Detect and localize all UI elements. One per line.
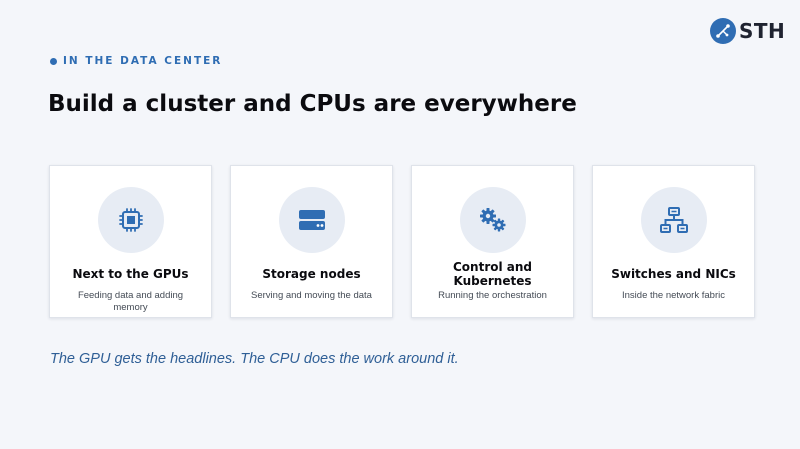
card-subtitle: Inside the network fabric — [622, 290, 725, 301]
gears-icon — [460, 187, 526, 253]
eyebrow-label: IN THE DATA CENTER — [63, 55, 223, 67]
bullet-dot-icon — [50, 57, 57, 65]
card-subtitle: Running the orchestration — [438, 290, 547, 301]
cpu-chip-icon — [98, 187, 164, 253]
card-control-kubernetes: Control and Kubernetes Running the orche… — [411, 165, 574, 318]
circuit-logo-icon — [710, 18, 736, 44]
card-subtitle: Serving and moving the data — [251, 290, 372, 301]
section-eyebrow: IN THE DATA CENTER — [50, 55, 222, 67]
sth-logo: STH — [710, 18, 785, 44]
tagline: The GPU gets the headlines. The CPU does… — [50, 351, 459, 367]
storage-drive-icon — [279, 187, 345, 253]
logo-text: STH — [739, 19, 786, 43]
card-storage-nodes: Storage nodes Serving and moving the dat… — [230, 165, 393, 318]
card-heading: Storage nodes — [262, 267, 361, 281]
card-next-to-gpus: Next to the GPUs Feeding data and adding… — [49, 165, 212, 318]
card-subtitle: Feeding data and adding memory — [77, 290, 184, 313]
card-row: Next to the GPUs Feeding data and adding… — [49, 165, 755, 318]
card-heading: Control and Kubernetes — [452, 260, 532, 288]
card-heading: Switches and NICs — [611, 267, 736, 281]
card-switches-nics: Switches and NICs Inside the network fab… — [592, 165, 755, 318]
network-icon — [641, 187, 707, 253]
card-heading: Next to the GPUs — [72, 267, 189, 281]
slide-title: Build a cluster and CPUs are everywhere — [48, 91, 577, 117]
